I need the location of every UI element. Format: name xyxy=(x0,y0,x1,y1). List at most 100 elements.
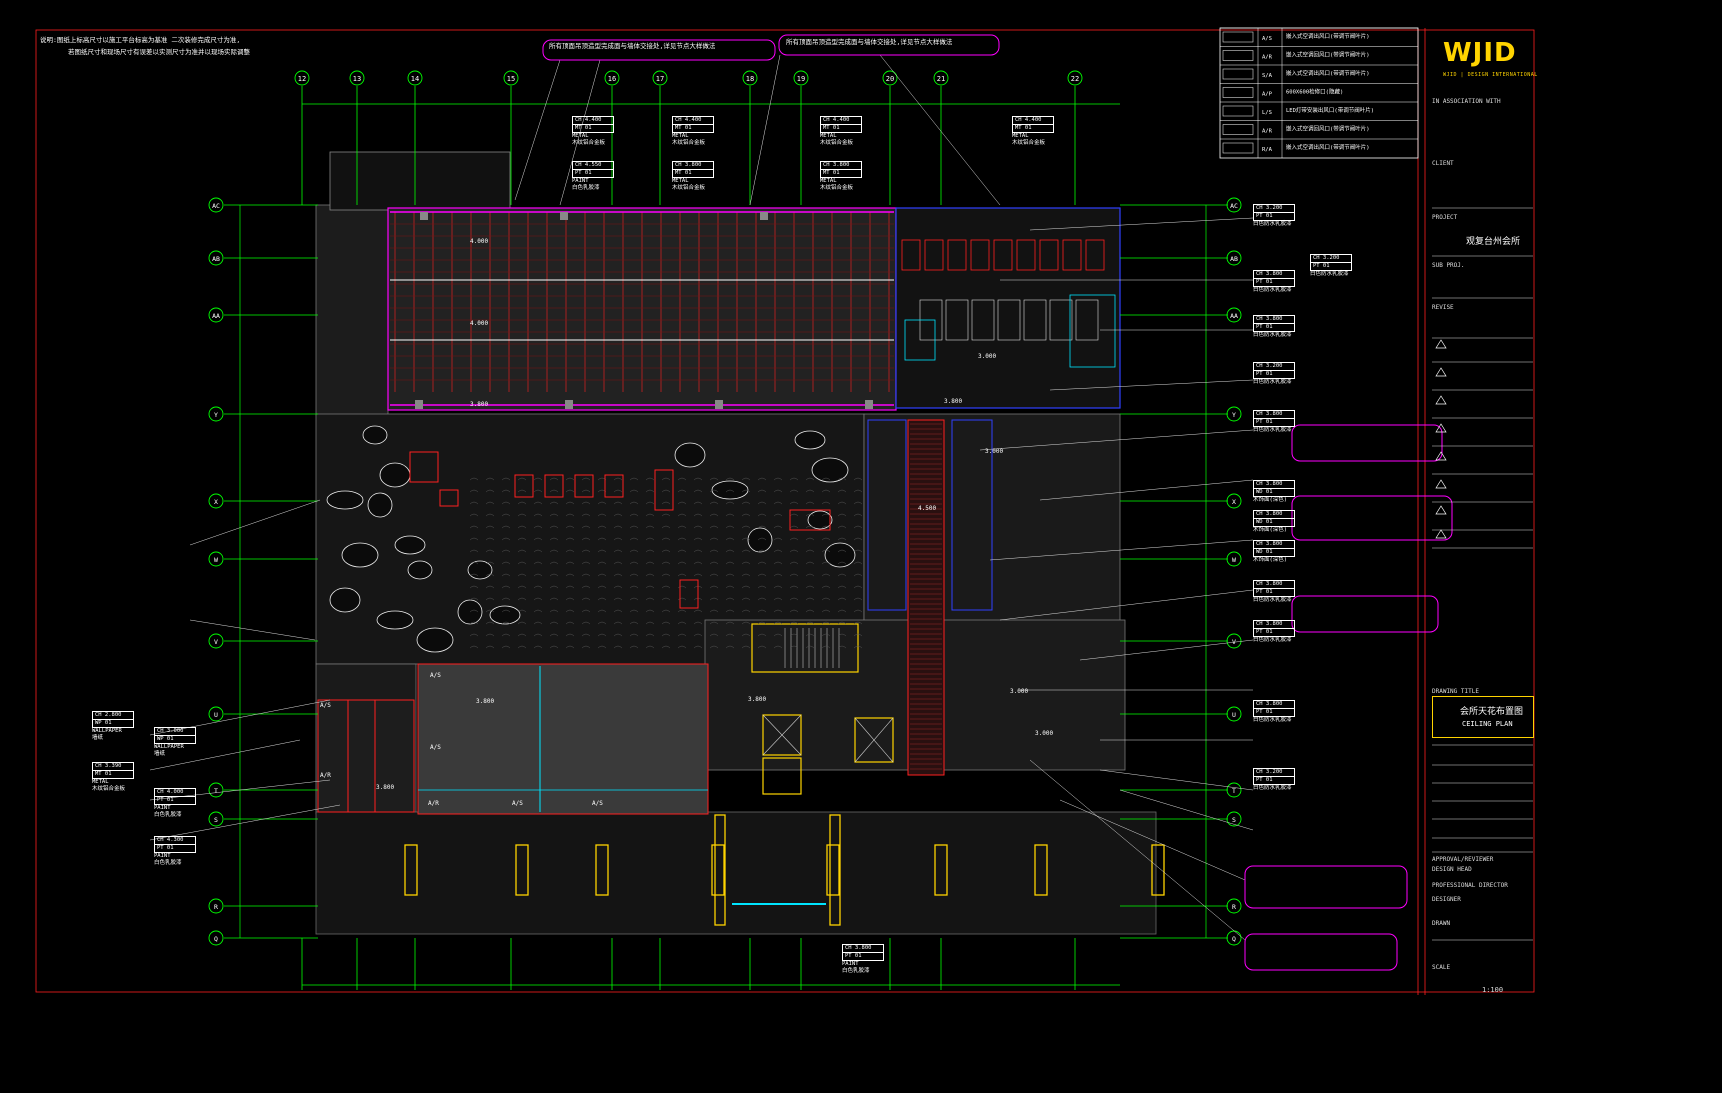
tb-label: APPROVAL/REVIEWER xyxy=(1432,856,1494,863)
water-wave xyxy=(805,489,815,493)
level-mark: 3.800 xyxy=(748,696,767,703)
water-wave xyxy=(821,633,831,637)
tag-sub: MT 01 xyxy=(572,125,614,133)
water-wave xyxy=(709,561,719,565)
stair-treads xyxy=(784,628,840,668)
grid-bubble xyxy=(208,493,224,509)
water-wave xyxy=(693,477,703,481)
water-wave xyxy=(565,621,575,625)
water-wave xyxy=(789,633,799,637)
water-wave xyxy=(677,525,687,529)
water-wave xyxy=(533,621,543,625)
water-wave xyxy=(661,537,671,541)
water-wave xyxy=(725,609,735,613)
elevator-cross xyxy=(854,717,894,763)
water-wave xyxy=(501,489,511,493)
tag-material: METAL xyxy=(820,178,837,184)
column xyxy=(515,844,529,896)
air-supply-label: A/S xyxy=(430,744,441,751)
water-wave xyxy=(741,585,751,589)
water-wave xyxy=(469,537,479,541)
water-wave xyxy=(693,573,703,577)
water-wave xyxy=(613,597,623,601)
water-wave xyxy=(517,645,527,649)
air-return-label: A/R xyxy=(428,800,439,807)
tag-desc: 木纹铝合金板 xyxy=(572,140,606,146)
callout-cloud xyxy=(1244,865,1408,909)
leader-line xyxy=(149,739,301,771)
water-wave xyxy=(485,585,495,589)
revision-triangle xyxy=(1435,479,1447,489)
callout-cloud xyxy=(1291,495,1453,541)
water-wave xyxy=(837,501,847,505)
water-wave xyxy=(677,513,687,517)
grid-bubble xyxy=(349,70,365,86)
tag-desc: 木纹铝合金板 xyxy=(672,185,706,191)
water-wave xyxy=(485,561,495,565)
water-wave xyxy=(693,549,703,553)
tag-code: CH 3.200 xyxy=(1253,768,1295,777)
water-wave xyxy=(789,489,799,493)
water-wave xyxy=(469,609,479,613)
leader-line xyxy=(1029,759,1246,941)
water-wave xyxy=(821,477,831,481)
grid-label: Y xyxy=(1232,411,1236,419)
water-wave xyxy=(613,537,623,541)
tag-code: CH 3.800 xyxy=(1253,620,1295,629)
garden-stone xyxy=(407,560,433,580)
water-wave xyxy=(757,633,767,637)
tag-sub: PT 01 xyxy=(1253,419,1295,427)
water-wave xyxy=(773,549,783,553)
water-wave xyxy=(629,489,639,493)
water-wave xyxy=(485,513,495,517)
water-wave xyxy=(533,549,543,553)
grid-label: U xyxy=(1232,711,1236,719)
column xyxy=(934,844,948,896)
tag-sub: MT 01 xyxy=(672,170,714,178)
water-wave xyxy=(629,621,639,625)
title-block xyxy=(1219,27,1533,941)
air-return-label: A/R xyxy=(320,772,331,779)
water-wave xyxy=(549,537,559,541)
level-mark: 4.000 xyxy=(470,238,488,245)
level-mark: 3.000 xyxy=(1035,730,1054,737)
grid-bubble xyxy=(1226,633,1242,649)
water-wave xyxy=(709,477,719,481)
water-wave xyxy=(469,489,479,493)
tag-desc: 白色乳胶漆 xyxy=(572,185,600,191)
water-wave xyxy=(757,573,767,577)
tag-code: CH 3.800 xyxy=(1253,580,1295,589)
water-wave xyxy=(629,501,639,505)
level-mark: 3.000 xyxy=(978,353,996,360)
water-wave xyxy=(469,621,479,625)
grid-bubble xyxy=(208,782,224,798)
water-wave xyxy=(549,585,559,589)
tag-code: CH 3.390 xyxy=(92,762,134,771)
water-wave xyxy=(741,501,751,505)
water-wave xyxy=(757,489,767,493)
water-wave xyxy=(693,501,703,505)
water-wave xyxy=(693,525,703,529)
water-wave xyxy=(757,645,767,649)
water-wave xyxy=(613,633,623,637)
tag-desc: 木饰面(深色) xyxy=(1253,557,1288,563)
water-wave xyxy=(661,549,671,553)
water-wave xyxy=(661,513,671,517)
grid-label: X xyxy=(1232,498,1236,506)
tag-material: PAINT xyxy=(154,853,171,859)
level-mark: 4.500 xyxy=(918,505,936,512)
water-wave xyxy=(645,573,655,577)
water-wave xyxy=(517,585,527,589)
water-wave xyxy=(725,513,735,517)
water-wave xyxy=(709,501,719,505)
water-wave xyxy=(581,633,591,637)
water-wave xyxy=(741,597,751,601)
water-wave xyxy=(629,477,639,481)
water-wave xyxy=(613,573,623,577)
water-wave xyxy=(517,501,527,505)
